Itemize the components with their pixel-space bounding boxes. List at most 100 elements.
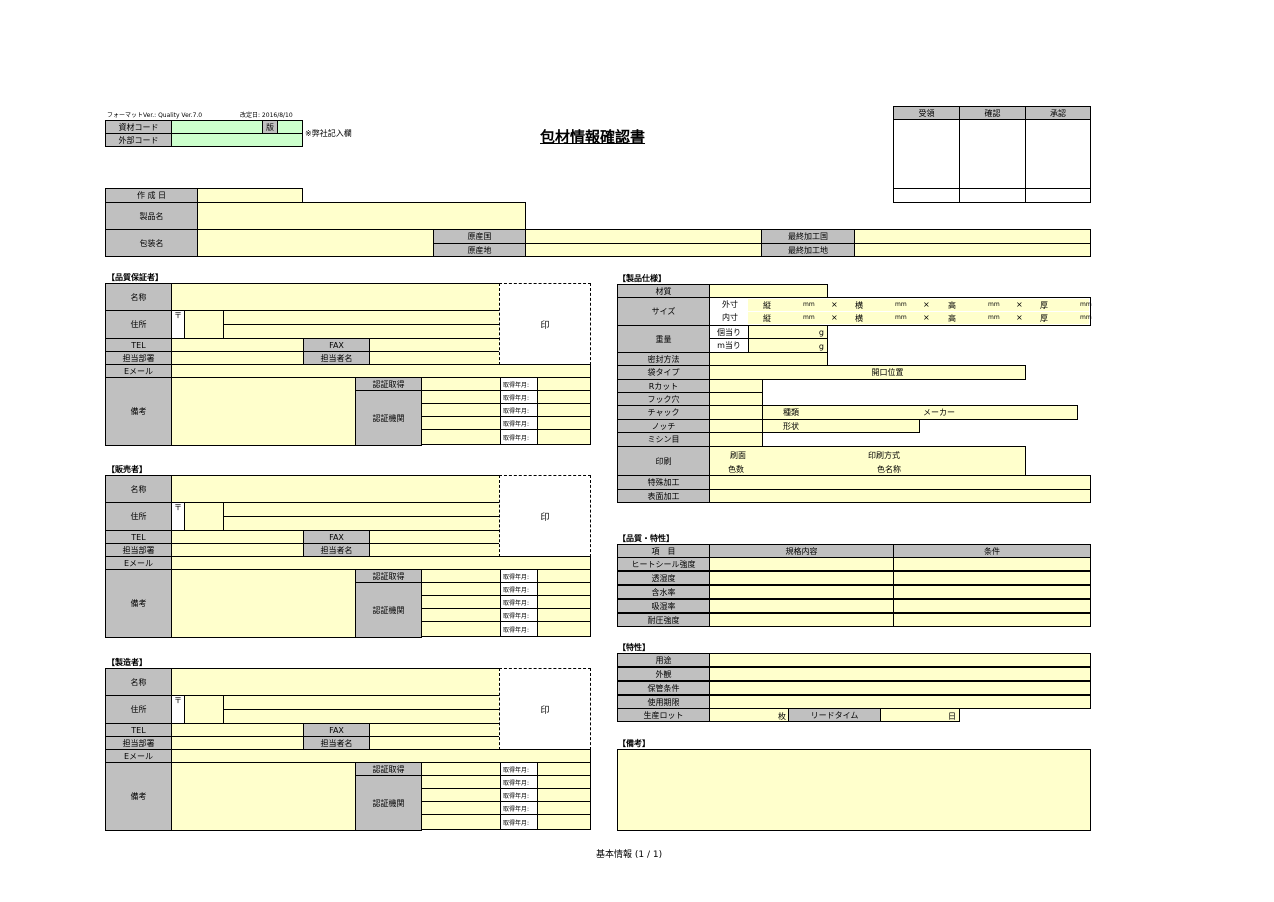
guarantor-tel-field[interactable] [171,338,304,352]
remarks-field[interactable] [617,749,1091,831]
spec-weight-per-piece-field[interactable]: g [748,325,828,339]
spec-size-inner-field[interactable] [748,312,1089,324]
seller-cert-field-1[interactable] [421,569,501,583]
approval-received-stamp[interactable] [893,119,960,189]
approval-approved-stamp[interactable] [1025,119,1091,189]
manufacturer-cert-date-field-1[interactable] [537,762,591,776]
material-code-field[interactable] [171,120,263,134]
seller-cert-date-field-3[interactable] [537,595,591,609]
quality-row-spec-2[interactable] [709,571,894,585]
guarantor-email-field[interactable] [171,364,591,378]
manufacturer-cert-field-1[interactable] [421,762,501,776]
spec-surface-field[interactable] [709,489,1091,503]
origin-country-field[interactable] [525,229,762,244]
seller-address-line1[interactable] [223,502,500,517]
seller-tel-field[interactable] [171,530,304,544]
manufacturer-person-field[interactable] [369,736,500,750]
seller-dept-field[interactable] [171,543,304,557]
spec-rcut-field[interactable] [709,379,763,393]
spec-material-field[interactable] [709,284,828,298]
manufacturer-tel-field[interactable] [171,723,304,737]
seller-email-field[interactable] [171,556,591,570]
spec-zipper-detail[interactable] [762,405,1078,420]
guarantor-cert-field-2[interactable] [421,390,501,404]
spec-size-outer-field[interactable] [748,299,1089,311]
seller-seal-box[interactable]: 印 [499,475,591,557]
manufacturer-cert-field-2[interactable] [421,775,501,789]
guarantor-cert-field-4[interactable] [421,416,501,430]
seller-fax-field[interactable] [369,530,500,544]
seller-person-field[interactable] [369,543,500,557]
quality-row-condition-3[interactable] [893,585,1091,599]
manufacturer-cert-date-field-3[interactable] [537,788,591,802]
manufacturer-email-field[interactable] [171,749,591,763]
manufacturer-name-field[interactable] [171,668,500,696]
spec-hook-hole-field[interactable] [709,392,763,406]
guarantor-postal-field[interactable] [184,310,224,339]
quality-row-spec-5[interactable] [709,613,894,627]
quality-row-condition-4[interactable] [893,599,1091,613]
spec-perforation-field[interactable] [709,432,763,447]
manufacturer-postal-field[interactable] [184,695,224,724]
quality-row-condition-1[interactable] [893,557,1091,571]
guarantor-cert-date-field-5[interactable] [537,429,591,445]
quality-row-spec-1[interactable] [709,557,894,571]
seller-cert-date-field-5[interactable] [537,621,591,637]
guarantor-cert-field-5[interactable] [421,429,501,445]
prop-expiry-field[interactable] [709,695,1091,709]
final-place-field[interactable] [854,243,1091,257]
guarantor-name-field[interactable] [171,283,500,311]
seller-remarks-field[interactable] [171,569,356,638]
approval-checked-stamp[interactable] [959,119,1026,189]
manufacturer-cert-date-field-4[interactable] [537,801,591,815]
prop-use-field[interactable] [709,653,1091,667]
prop-lot-field[interactable]: 枚 [709,708,789,722]
seller-cert-date-field-4[interactable] [537,608,591,622]
prop-storage-field[interactable] [709,681,1091,695]
quality-row-condition-2[interactable] [893,571,1091,585]
manufacturer-address-line1[interactable] [223,695,500,710]
guarantor-person-field[interactable] [369,351,500,365]
guarantor-cert-date-field-4[interactable] [537,416,591,430]
seller-cert-field-2[interactable] [421,582,501,596]
origin-place-field[interactable] [525,243,762,257]
seller-cert-field-4[interactable] [421,608,501,622]
seller-cert-date-field-1[interactable] [537,569,591,583]
product-name-field[interactable] [197,202,526,230]
created-date-field[interactable] [197,188,303,203]
external-code-field[interactable] [171,133,303,147]
guarantor-cert-date-field-1[interactable] [537,377,591,391]
edition-field[interactable] [277,120,303,134]
package-name-field[interactable] [197,229,434,257]
approval-approved-date[interactable] [1025,188,1091,203]
manufacturer-cert-date-field-2[interactable] [537,775,591,789]
manufacturer-cert-date-field-5[interactable] [537,814,591,830]
seller-cert-date-field-2[interactable] [537,582,591,596]
quality-row-spec-4[interactable] [709,599,894,613]
manufacturer-cert-field-4[interactable] [421,801,501,815]
manufacturer-fax-field[interactable] [369,723,500,737]
seller-postal-field[interactable] [184,502,224,531]
prop-lead-time-field[interactable]: 日 [880,708,960,722]
seller-cert-field-5[interactable] [421,621,501,637]
approval-checked-date[interactable] [959,188,1026,203]
guarantor-dept-field[interactable] [171,351,304,365]
guarantor-cert-field-3[interactable] [421,403,501,417]
quality-row-spec-3[interactable] [709,585,894,599]
prop-appearance-field[interactable] [709,667,1091,681]
guarantor-cert-field-1[interactable] [421,377,501,391]
guarantor-address-line1[interactable] [223,310,500,325]
spec-sealing-field[interactable] [709,352,828,366]
seller-name-field[interactable] [171,475,500,503]
spec-notch-field[interactable] [709,419,763,433]
manufacturer-dept-field[interactable] [171,736,304,750]
guarantor-remarks-field[interactable] [171,377,356,446]
quality-row-condition-5[interactable] [893,613,1091,627]
seller-address-line2[interactable] [223,516,500,531]
guarantor-fax-field[interactable] [369,338,500,352]
spec-special-field[interactable] [709,475,1091,490]
approval-received-date[interactable] [893,188,960,203]
guarantor-cert-date-field-3[interactable] [537,403,591,417]
spec-notch-shape-field[interactable] [762,419,920,433]
spec-zipper-field[interactable] [709,405,763,420]
